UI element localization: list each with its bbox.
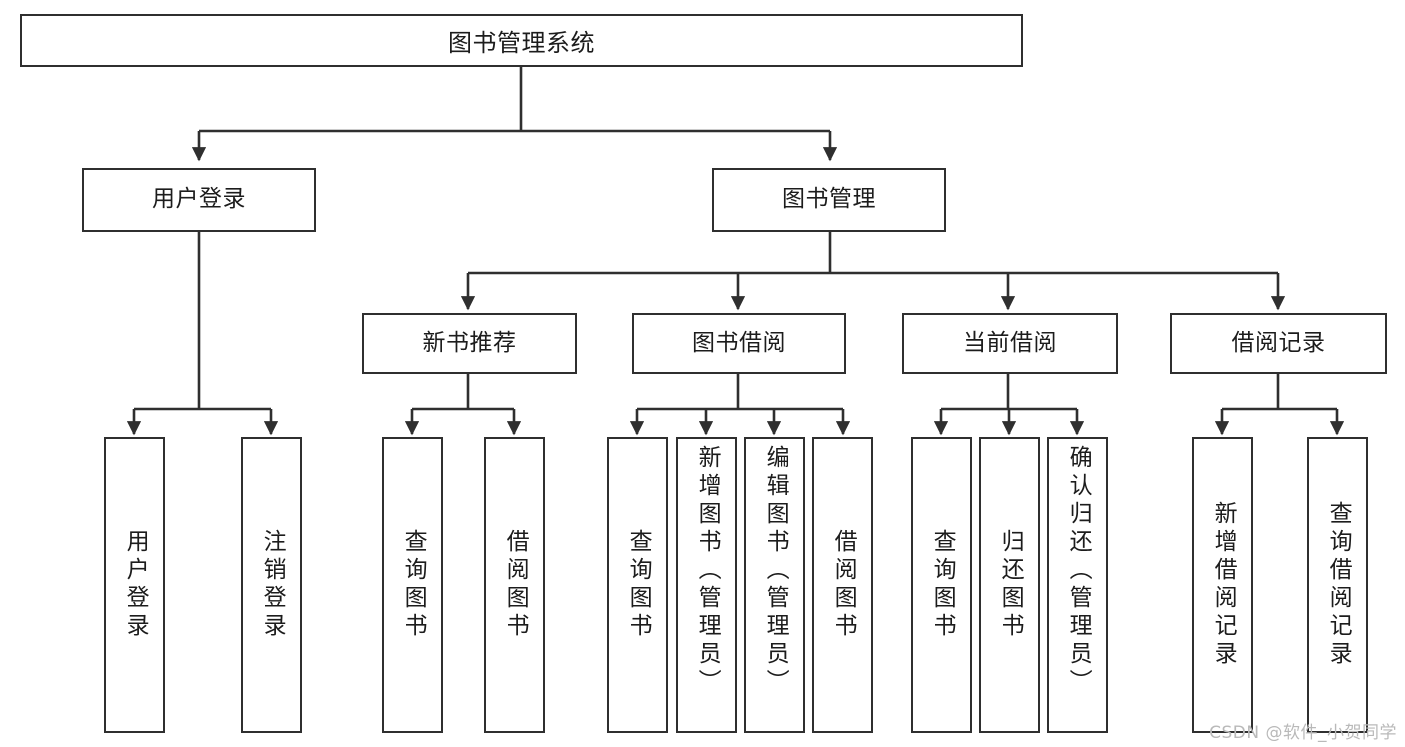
leaf-borrow-book[interactable]: 借阅图书 <box>812 437 873 733</box>
leaf-query-book-current[interactable]: 查询图书 <box>911 437 972 733</box>
node-book-management-label: 图书管理 <box>782 186 876 213</box>
leaf-query-book-recommend-label: 查询图书 <box>400 529 427 641</box>
leaf-query-book-recommend[interactable]: 查询图书 <box>382 437 443 733</box>
leaf-add-book-admin[interactable]: 新增图书（管理员） <box>676 437 737 733</box>
leaf-add-borrow-record[interactable]: 新增借阅记录 <box>1192 437 1253 733</box>
leaf-query-borrow-record-label: 查询借阅记录 <box>1325 501 1352 669</box>
leaf-add-book-admin-label: 新增图书（管理员） <box>694 445 721 697</box>
node-borrow-record-label: 借阅记录 <box>1231 329 1326 356</box>
node-book-management[interactable]: 图书管理 <box>712 168 946 232</box>
leaf-edit-book-admin[interactable]: 编辑图书（管理员） <box>744 437 805 733</box>
node-book-borrow-label: 图书借阅 <box>692 329 786 356</box>
node-root-system[interactable]: 图书管理系统 <box>20 14 1023 67</box>
node-current-borrow-label: 当前借阅 <box>963 329 1057 356</box>
node-borrow-record[interactable]: 借阅记录 <box>1170 313 1387 374</box>
node-user-login[interactable]: 用户登录 <box>82 168 316 232</box>
leaf-query-book-current-label: 查询图书 <box>929 529 956 641</box>
leaf-user-login-label: 用户登录 <box>122 529 149 641</box>
leaf-return-book[interactable]: 归还图书 <box>979 437 1040 733</box>
leaf-logout[interactable]: 注销登录 <box>241 437 302 733</box>
leaf-query-book-borrow[interactable]: 查询图书 <box>607 437 668 733</box>
leaf-query-book-borrow-label: 查询图书 <box>625 529 652 641</box>
leaf-query-borrow-record[interactable]: 查询借阅记录 <box>1307 437 1368 733</box>
node-current-borrow[interactable]: 当前借阅 <box>902 313 1118 374</box>
leaf-confirm-return-admin[interactable]: 确认归还（管理员） <box>1047 437 1108 733</box>
leaf-return-book-label: 归还图书 <box>997 529 1024 641</box>
watermark: CSDN @软件_小贺同学 <box>1209 723 1397 743</box>
node-root-label: 图书管理系统 <box>448 29 595 57</box>
leaf-borrow-book-recommend[interactable]: 借阅图书 <box>484 437 545 733</box>
leaf-borrow-book-recommend-label: 借阅图书 <box>502 529 529 641</box>
node-new-book-recommend-label: 新书推荐 <box>422 329 517 356</box>
leaf-borrow-book-label: 借阅图书 <box>830 529 857 641</box>
node-book-borrow[interactable]: 图书借阅 <box>632 313 846 374</box>
node-new-book-recommend[interactable]: 新书推荐 <box>362 313 577 374</box>
leaf-edit-book-admin-label: 编辑图书（管理员） <box>762 445 789 697</box>
node-user-login-label: 用户登录 <box>152 186 246 213</box>
leaf-user-login[interactable]: 用户登录 <box>104 437 165 733</box>
leaf-confirm-return-admin-label: 确认归还（管理员） <box>1065 445 1092 697</box>
leaf-logout-label: 注销登录 <box>259 529 286 641</box>
leaf-add-borrow-record-label: 新增借阅记录 <box>1210 501 1237 669</box>
